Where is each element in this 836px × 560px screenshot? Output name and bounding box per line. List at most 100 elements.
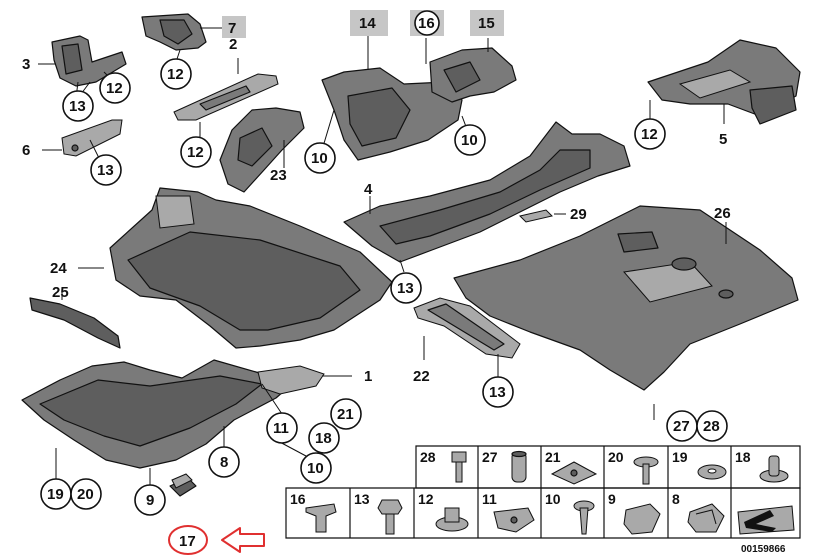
legend-10[interactable]: 10 (545, 491, 561, 507)
label-25[interactable]: 25 (52, 284, 69, 301)
callout-8[interactable]: 8 (208, 446, 240, 478)
part-29-pad[interactable] (519, 209, 553, 223)
drawing-number: 00159866 (741, 544, 786, 555)
part-17-clip[interactable] (169, 473, 197, 497)
svg-text:10: 10 (307, 460, 324, 477)
label-7[interactable]: 7 (228, 20, 236, 37)
label-3[interactable]: 3 (22, 56, 30, 73)
svg-text:13: 13 (397, 280, 414, 297)
callout-10-a[interactable]: 10 (304, 142, 336, 174)
part-1-shield[interactable] (257, 365, 325, 395)
svg-text:13: 13 (97, 162, 114, 179)
part-26-underbody-panel[interactable] (453, 205, 799, 391)
callout-13-d[interactable]: 13 (482, 376, 514, 408)
label-23[interactable]: 23 (270, 167, 287, 184)
label-2[interactable]: 2 (229, 36, 237, 53)
svg-text:11: 11 (273, 420, 289, 437)
svg-text:12: 12 (187, 144, 204, 161)
label-16-ring (414, 10, 440, 36)
legend-28[interactable]: 28 (420, 449, 436, 465)
label-15-box (470, 10, 504, 36)
callout-10-b[interactable]: 10 (454, 124, 486, 156)
callout-12-c[interactable]: 12 (180, 136, 212, 168)
part-19-front-shield[interactable] (21, 359, 293, 469)
callout-12-b[interactable]: 12 (99, 72, 131, 104)
callout-20[interactable]: 20 (70, 478, 102, 510)
callout-13-b[interactable]: 13 (90, 154, 122, 186)
part-14-heat-shield[interactable] (321, 67, 463, 161)
part-7-bracket[interactable] (141, 13, 207, 51)
svg-text:18: 18 (315, 430, 332, 447)
expansion-nut-icon (759, 455, 789, 483)
legend-21[interactable]: 21 (545, 449, 561, 465)
legend-18[interactable]: 18 (735, 449, 751, 465)
label-16[interactable]: 16 (418, 15, 435, 32)
svg-text:21: 21 (337, 406, 354, 423)
hex-bolt-icon (377, 499, 403, 535)
label-14-box (350, 10, 388, 36)
callout-17-highlighted[interactable]: 17 (168, 525, 208, 555)
label-15[interactable]: 15 (478, 15, 495, 32)
washer-icon (697, 464, 727, 480)
legend-8[interactable]: 8 (672, 491, 680, 507)
end-marker-icon (737, 505, 795, 535)
tapping-screw-icon (573, 500, 595, 535)
callout-10-c[interactable]: 10 (300, 452, 332, 484)
svg-text:9: 9 (146, 492, 154, 509)
legend-9[interactable]: 9 (608, 491, 616, 507)
label-4[interactable]: 4 (364, 181, 373, 198)
callout-18[interactable]: 18 (308, 422, 340, 454)
part-2-strip[interactable] (173, 73, 279, 121)
callout-9[interactable]: 9 (134, 484, 166, 516)
part-6-bracket[interactable] (61, 119, 123, 157)
callout-12-a[interactable]: 12 (160, 58, 192, 90)
label-24[interactable]: 24 (50, 260, 67, 277)
callout-28[interactable]: 28 (696, 410, 728, 442)
part-4-tunnel-shield[interactable] (343, 121, 631, 263)
fastener-legend: 28 27 21 20 19 18 16 (285, 445, 801, 539)
svg-text:12: 12 (106, 80, 123, 97)
label-26[interactable]: 26 (714, 205, 731, 222)
part-5-cover[interactable] (647, 39, 801, 125)
callout-21[interactable]: 21 (330, 398, 362, 430)
svg-text:10: 10 (461, 132, 478, 149)
callout-11[interactable]: 11 (266, 412, 298, 444)
label-5[interactable]: 5 (719, 131, 727, 148)
highlight-arrow-icon (221, 527, 265, 553)
legend-16[interactable]: 16 (290, 491, 306, 507)
legend-11[interactable]: 11 (482, 491, 497, 507)
label-7-box (222, 16, 246, 38)
legend-27[interactable]: 27 (482, 449, 498, 465)
label-6[interactable]: 6 (22, 142, 30, 159)
callout-27[interactable]: 27 (666, 410, 698, 442)
svg-text:12: 12 (167, 66, 184, 83)
part-3-bracket[interactable] (51, 35, 127, 87)
label-22[interactable]: 22 (413, 368, 430, 385)
clip-nut-icon (493, 507, 535, 533)
legend-20[interactable]: 20 (608, 449, 624, 465)
callout-13-c[interactable]: 13 (390, 272, 422, 304)
callout-13-a[interactable]: 13 (62, 90, 94, 122)
svg-text:12: 12 (641, 126, 658, 143)
part-24-underbody-panel[interactable] (109, 187, 393, 349)
part-15-heat-shield[interactable] (429, 47, 517, 103)
callout-12-d[interactable]: 12 (634, 118, 666, 150)
svg-text:8: 8 (220, 454, 228, 471)
svg-text:19: 19 (47, 486, 64, 503)
legend-12[interactable]: 12 (418, 491, 434, 507)
spring-clip-icon (687, 503, 725, 533)
legend-13[interactable]: 13 (354, 491, 370, 507)
legend-19[interactable]: 19 (672, 449, 688, 465)
label-14[interactable]: 14 (359, 15, 376, 32)
part-23-bracket[interactable] (219, 107, 305, 193)
svg-text:13: 13 (69, 98, 86, 115)
label-1[interactable]: 1 (364, 368, 372, 385)
callout-19[interactable]: 19 (40, 478, 72, 510)
part-22-rail[interactable] (413, 297, 521, 359)
bolt-icon (451, 451, 467, 483)
label-29[interactable]: 29 (570, 206, 587, 223)
part-25-strip[interactable] (29, 297, 121, 349)
screw-washer-icon (633, 456, 659, 485)
svg-text:27: 27 (673, 418, 690, 435)
